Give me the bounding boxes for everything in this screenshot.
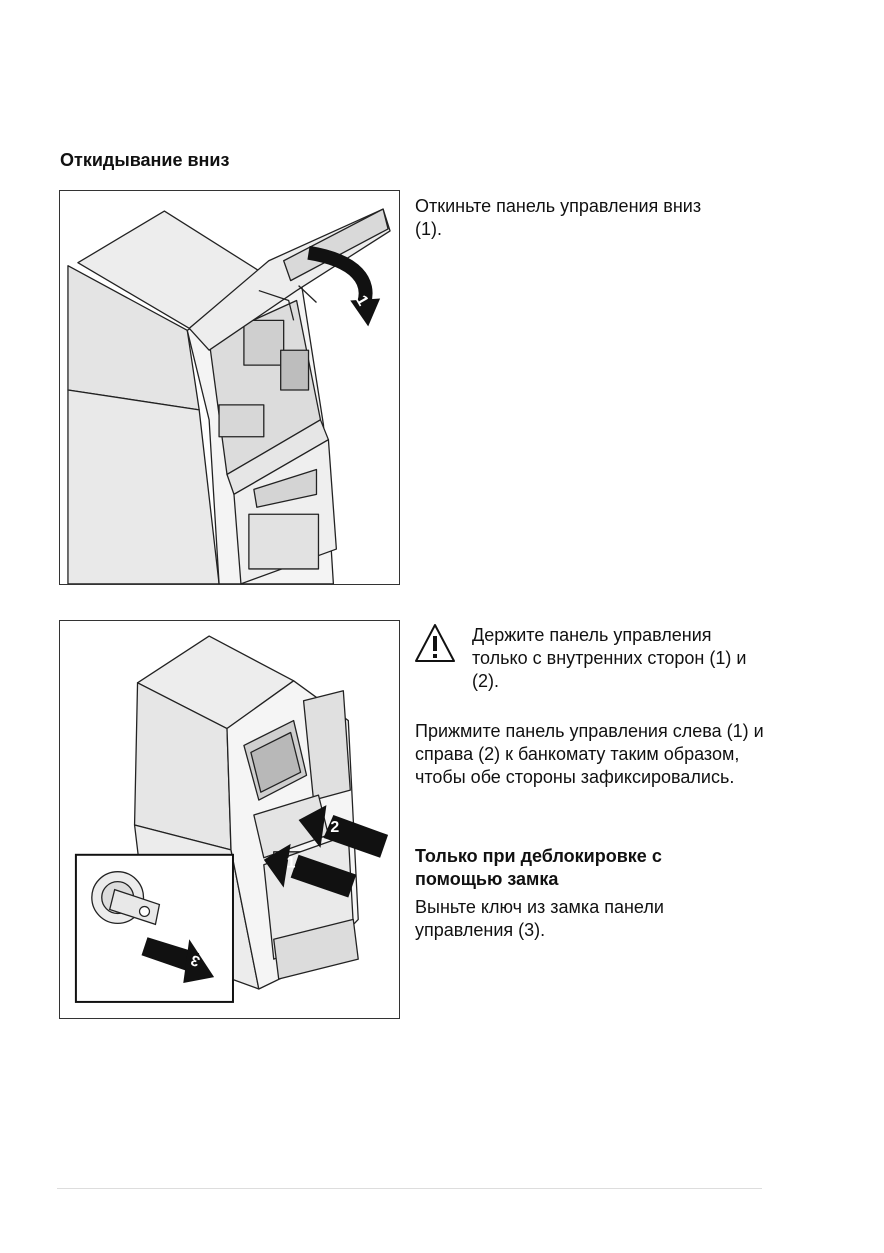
lock-subheading: Только при деблокировке с помощью замка	[415, 846, 662, 889]
section-heading: Откидывание вниз	[60, 150, 230, 170]
footer-divider	[57, 1188, 762, 1189]
callout-2: 2	[330, 819, 339, 836]
key-instruction: Выньте ключ из замка панели управления (…	[415, 897, 664, 940]
key-lock-inset: 3	[74, 853, 234, 1003]
callout-1b: 1	[287, 855, 296, 872]
step2-instruction: Прижмите панель управления слева (1) и с…	[415, 721, 764, 787]
illustration-panel-latch: 2 1 3	[59, 620, 400, 1019]
warning-text: Держите панель управления только с внутр…	[472, 625, 747, 691]
step1-instruction: Откиньте панель управления вниз (1).	[415, 196, 702, 239]
illustration-panel-fold-down: 1	[59, 190, 400, 585]
warning-triangle-icon	[414, 623, 456, 663]
